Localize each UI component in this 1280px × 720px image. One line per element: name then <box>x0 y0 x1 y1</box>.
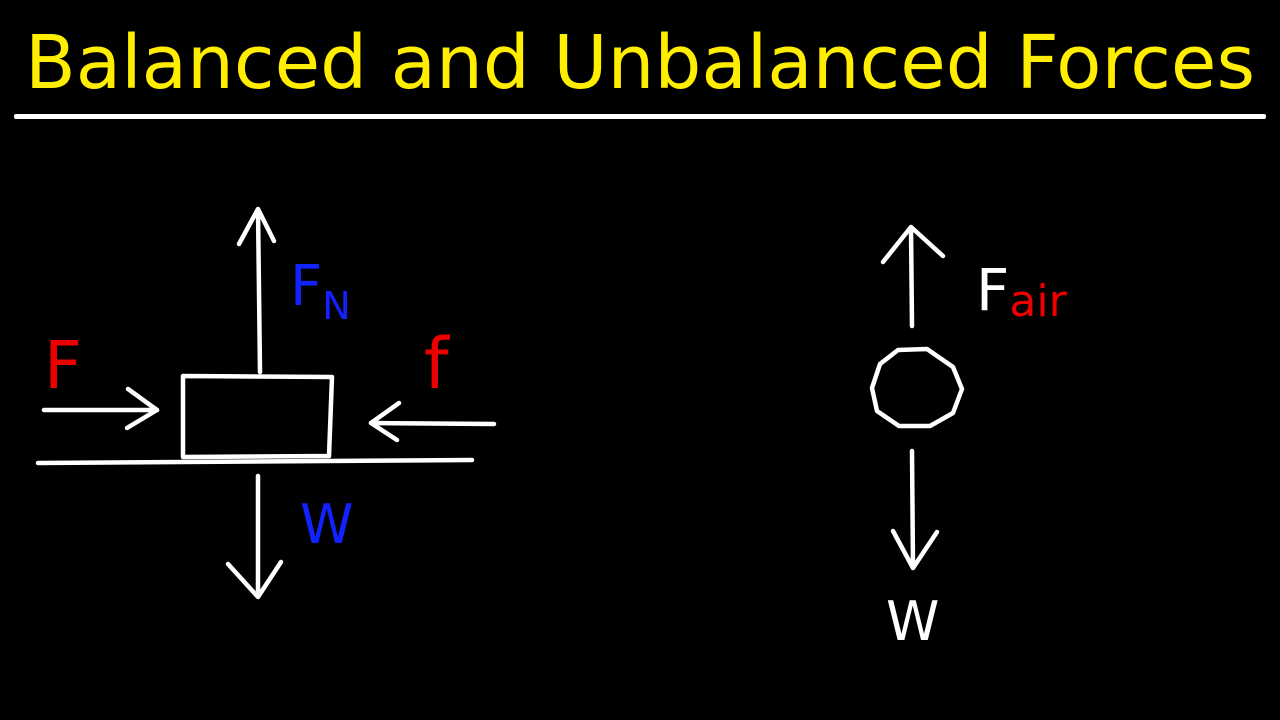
air-force-subscript: air <box>1009 276 1067 327</box>
applied-force-label: F <box>44 327 82 404</box>
air-resistance-arrow <box>880 224 946 329</box>
ground-surface-line <box>35 457 475 466</box>
air-force-base: F <box>976 256 1009 324</box>
normal-force-arrow <box>236 206 277 375</box>
falling-object-circle <box>869 346 965 429</box>
title-underline <box>14 114 1266 119</box>
weight-label-right: W <box>886 590 939 653</box>
friction-arrow <box>368 400 497 443</box>
weight-arrow-right <box>890 448 940 571</box>
normal-force-label: FN <box>290 254 351 328</box>
page-title: Balanced and Unbalanced Forces <box>24 20 1256 106</box>
falling-object-diagram: Fair W <box>869 224 1068 653</box>
weight-arrow <box>225 473 284 600</box>
normal-force-subscript: N <box>322 284 350 328</box>
block-on-surface-diagram: F FN f W <box>35 206 497 600</box>
weight-label-left: W <box>300 493 353 556</box>
normal-force-base: F <box>290 254 322 319</box>
air-force-label: Fair <box>976 256 1068 327</box>
applied-force-arrow <box>41 386 160 431</box>
block-rectangle <box>180 373 335 460</box>
friction-label: f <box>424 323 450 405</box>
